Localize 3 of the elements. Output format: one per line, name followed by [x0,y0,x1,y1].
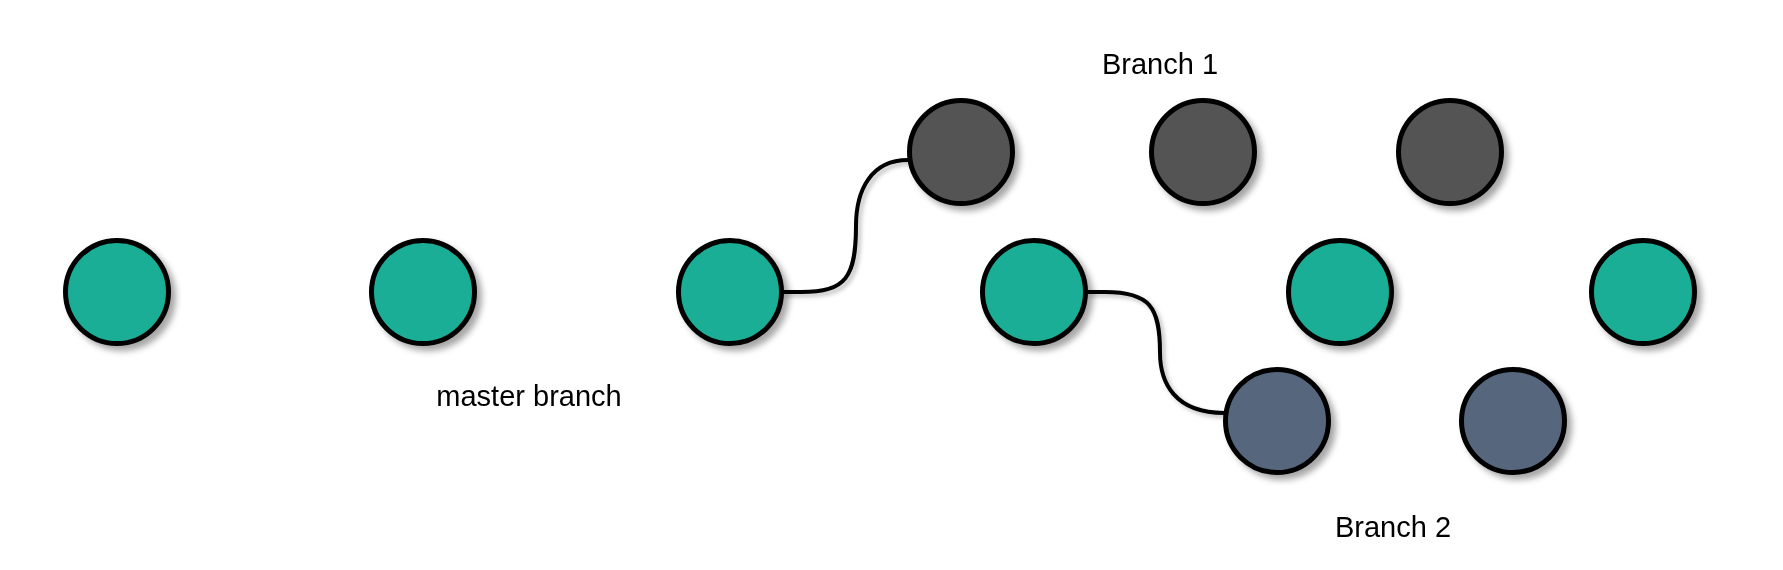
branch-label: master branch [436,381,622,411]
branch-label: Branch 2 [1334,512,1452,542]
branch-label: Branch 1 [1101,49,1219,79]
